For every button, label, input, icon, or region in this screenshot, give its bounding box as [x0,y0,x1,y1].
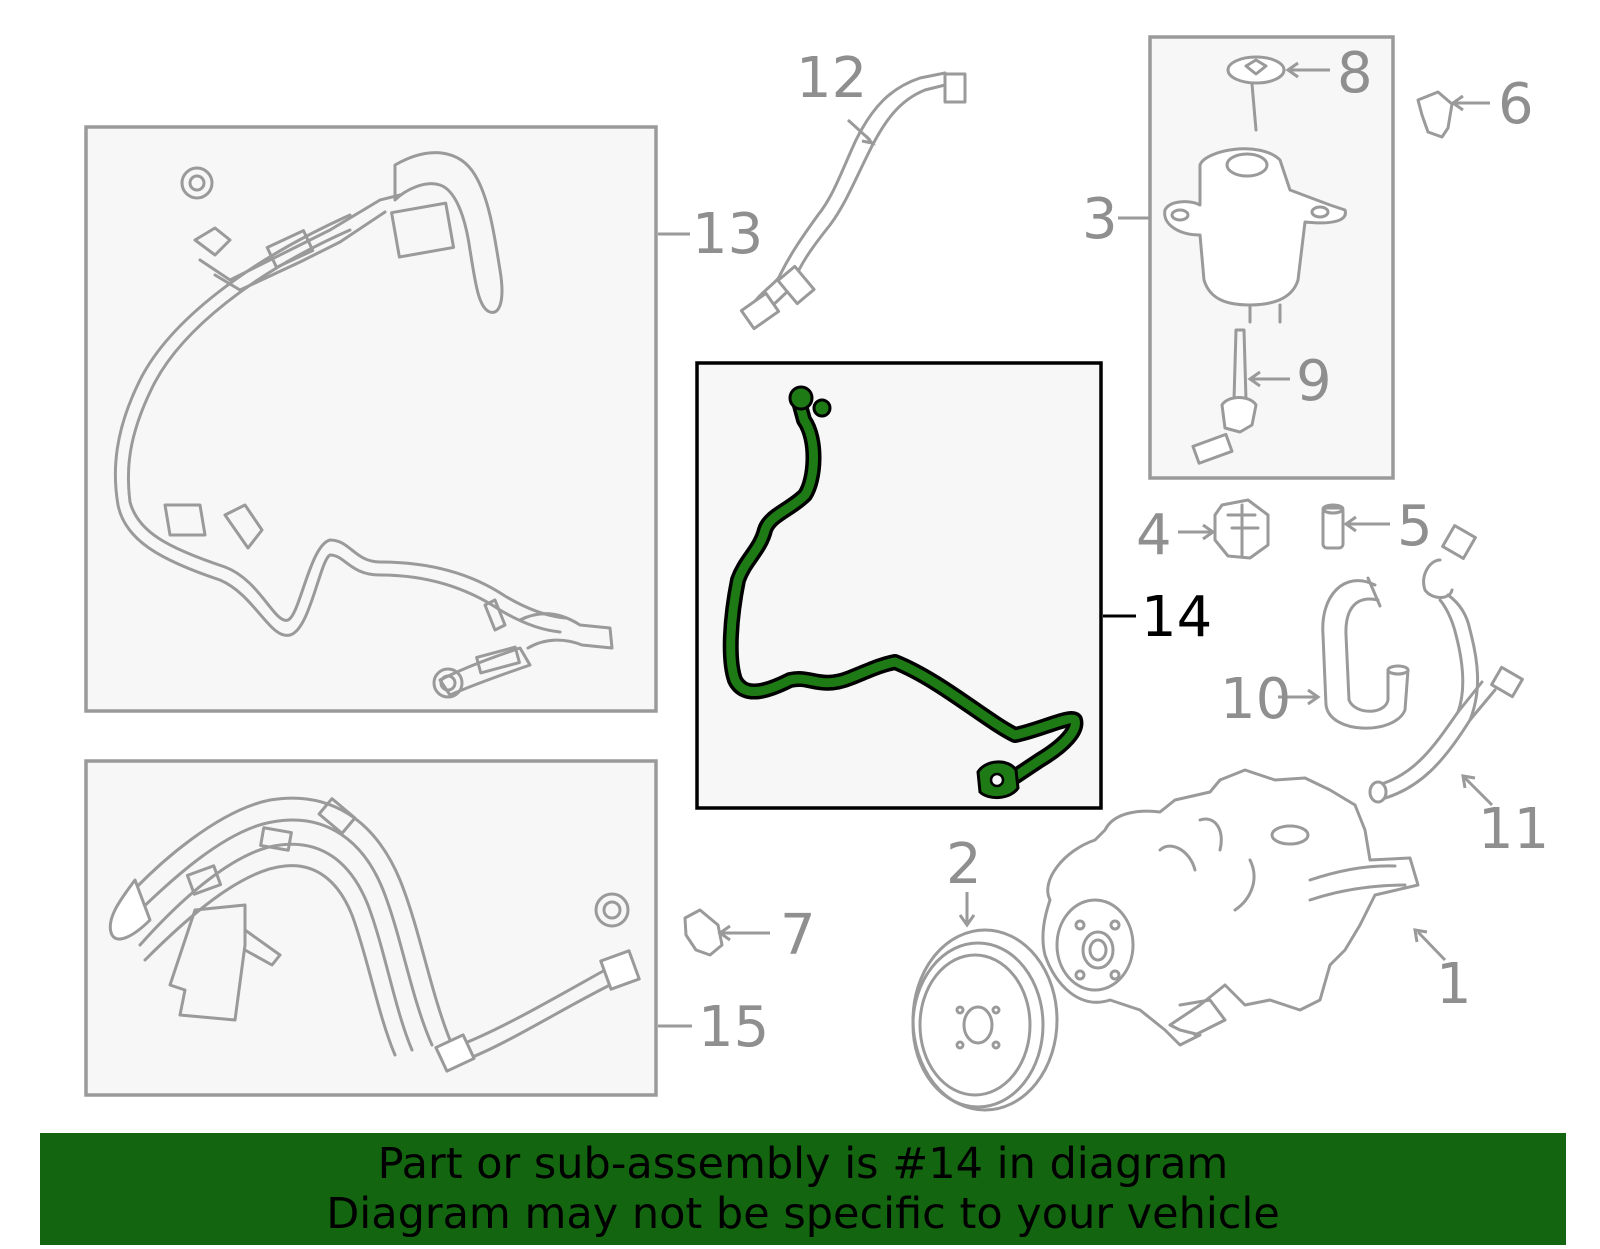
part-12-tube-drawing [739,71,967,331]
part-12-group[interactable]: 12 [739,46,967,331]
part-7-group[interactable]: 7 [683,903,816,968]
part-3-group[interactable]: 3 [1082,35,1395,480]
callout-2[interactable]: 2 [946,832,982,897]
part-7-bolt-drawing [683,908,724,957]
part-15-hose-drawing [108,796,641,1073]
part-8-cap-drawing [1226,55,1286,132]
part-1-group[interactable]: 1 [1041,768,1472,1047]
banner-line-2: Diagram may not be specific to your vehi… [326,1189,1280,1239]
part-14-line-fill [726,393,1080,785]
callout-13[interactable]: 13 [692,202,763,267]
callout-15[interactable]: 15 [698,995,769,1060]
part-4-group[interactable]: 4 [1136,498,1270,568]
callout-6[interactable]: 6 [1498,72,1534,137]
callout-1[interactable]: 1 [1436,952,1472,1017]
part-5-group[interactable]: 5 [1321,494,1433,559]
part-15-box [84,759,658,1097]
part-13-group[interactable]: 13 [84,125,763,713]
part-13-hose-drawing [113,151,614,699]
callout-14[interactable]: 14 [1141,585,1212,650]
part-8-group[interactable]: 8 [1226,41,1373,132]
part-9-group[interactable]: 9 [1191,328,1332,465]
callout-10[interactable]: 10 [1220,667,1291,732]
part-14-group[interactable]: 14 [695,361,1212,810]
part-11-pipe-drawing [1368,524,1524,804]
part-14-box [695,361,1103,810]
info-banner: Part or sub-assembly is #14 in diagram D… [40,1133,1566,1245]
callout-3[interactable]: 3 [1082,187,1118,252]
part-15-group[interactable]: 15 [84,759,769,1097]
part-2-group[interactable]: 2 [911,832,1059,1112]
part-11-group[interactable]: 11 [1368,524,1549,862]
part-6-group[interactable]: 6 [1416,72,1534,139]
part-3-reservoir-drawing [1163,147,1347,324]
part-14-line-drawing [722,385,1084,799]
part-4-cap-drawing [1213,498,1270,560]
part-14-top-fitting [788,385,814,411]
callout-9[interactable]: 9 [1296,349,1332,414]
callout-4[interactable]: 4 [1136,503,1172,568]
banner-line-1: Part or sub-assembly is #14 in diagram [377,1139,1229,1189]
part-13-box [84,125,658,713]
part-10-group[interactable]: 10 [1220,576,1410,732]
part-6-bolt-drawing [1416,90,1454,139]
part-10-hose-drawing [1321,576,1410,730]
callout-8[interactable]: 8 [1337,41,1373,106]
part-1-pump-drawing [1041,768,1420,1047]
callout-7[interactable]: 7 [780,903,816,968]
part-2-pulley-drawing [911,928,1059,1112]
part-9-sensor-drawing [1191,328,1258,465]
callout-5[interactable]: 5 [1397,494,1433,559]
callout-11[interactable]: 11 [1478,797,1549,862]
callout-12[interactable]: 12 [796,46,867,111]
part-5-sleeve-drawing [1321,503,1345,550]
